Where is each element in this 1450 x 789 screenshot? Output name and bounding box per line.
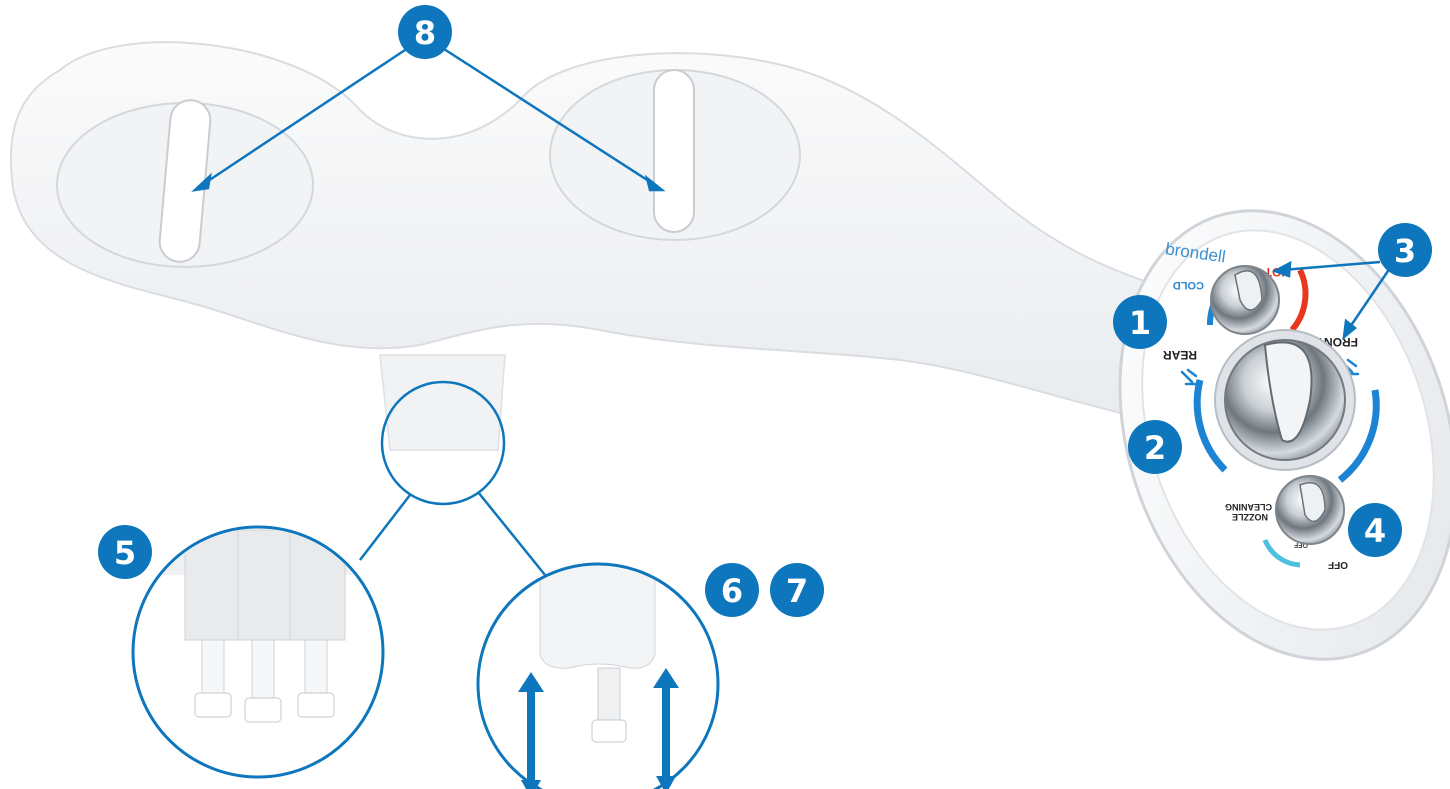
callout-badge-8: 8 <box>398 5 452 59</box>
callout-badge-7: 7 <box>770 563 824 617</box>
svg-text:2: 2 <box>1144 429 1166 467</box>
double-arrow-icon <box>518 668 679 789</box>
mounting-plate-right <box>549 69 801 241</box>
svg-text:7: 7 <box>786 572 808 610</box>
callout-badge-4: 4 <box>1348 503 1402 557</box>
callout-badge-6: 6 <box>705 563 759 617</box>
callout-arrows <box>191 38 1392 340</box>
callout-badge-1: 1 <box>1113 295 1167 349</box>
svg-text:5: 5 <box>114 534 136 572</box>
off-label-small: OFF <box>1293 541 1308 548</box>
pressure-knob[interactable] <box>1214 329 1356 471</box>
detail-nozzle <box>476 562 720 789</box>
svg-text:3: 3 <box>1394 232 1416 270</box>
svg-text:8: 8 <box>414 14 436 52</box>
cold-label: COLD <box>1173 279 1204 291</box>
nozzle-label-line1: NOZZLE <box>1232 512 1268 522</box>
svg-text:4: 4 <box>1364 512 1386 550</box>
temperature-knob[interactable] <box>1210 265 1280 335</box>
mounting-plate-left <box>56 99 314 268</box>
callout-badge-2: 2 <box>1128 420 1182 474</box>
nozzle-label-line2: CLEANING <box>1225 502 1272 512</box>
svg-text:1: 1 <box>1129 304 1151 342</box>
callout-badge-3: 3 <box>1378 223 1432 277</box>
detail-connectors <box>359 380 546 576</box>
svg-text:6: 6 <box>721 572 743 610</box>
rear-label: REAR <box>1163 348 1197 362</box>
detail-hose-fittings <box>131 525 385 779</box>
off-label: OFF <box>1328 559 1348 570</box>
callout-badge-5: 5 <box>98 525 152 579</box>
nozzle-cleaning-knob[interactable] <box>1275 475 1345 545</box>
